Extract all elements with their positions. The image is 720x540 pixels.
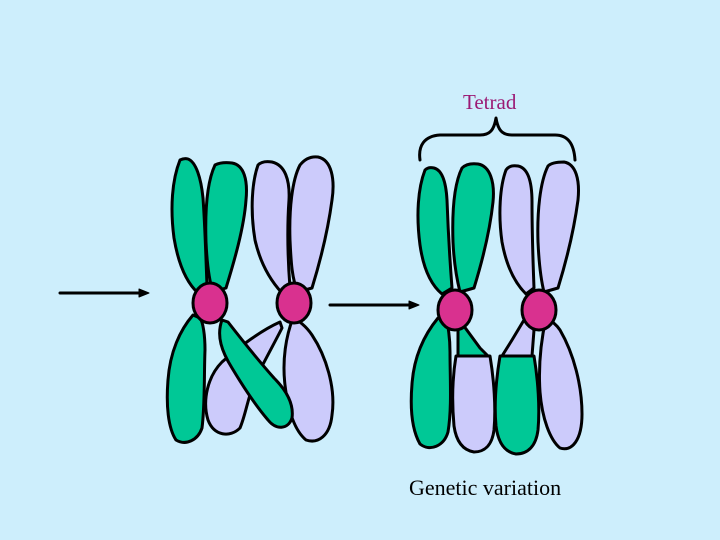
green-chromatid-lower xyxy=(165,313,207,444)
lavender-chromatid-lower xyxy=(282,316,335,443)
lavender-chromatid-upper xyxy=(250,160,292,295)
lavender-chromatid-lower xyxy=(537,316,584,451)
lavender-chromatid-upper xyxy=(288,155,335,294)
green-chromatid-upper xyxy=(416,166,454,296)
arrow-right-icon xyxy=(58,288,150,298)
centromere xyxy=(191,281,229,325)
homologous-pair-crossing-over xyxy=(165,155,335,444)
tetrad-label: Tetrad xyxy=(463,90,517,114)
centromere xyxy=(520,288,558,332)
arrow-right-icon xyxy=(328,300,420,310)
green-chromatid-lower xyxy=(409,316,452,449)
green-chromatid-upper xyxy=(204,161,248,294)
lavender-chromatid-upper xyxy=(498,164,536,296)
green-chromatid-lower xyxy=(493,354,541,456)
green-chromatid-upper xyxy=(170,157,209,295)
green-chromatid-lower xyxy=(218,318,294,429)
green-chromatid-upper xyxy=(451,162,495,294)
lavender-chromatid-upper xyxy=(536,160,580,294)
centromere xyxy=(436,288,474,332)
chromatid-neck xyxy=(456,316,490,358)
lavender-chromatid-lower xyxy=(451,354,497,454)
tetrad-recombined xyxy=(409,160,584,456)
bracket-icon xyxy=(418,116,577,162)
genetic-variation-label: Genetic variation xyxy=(409,475,562,500)
centromere xyxy=(275,281,313,325)
